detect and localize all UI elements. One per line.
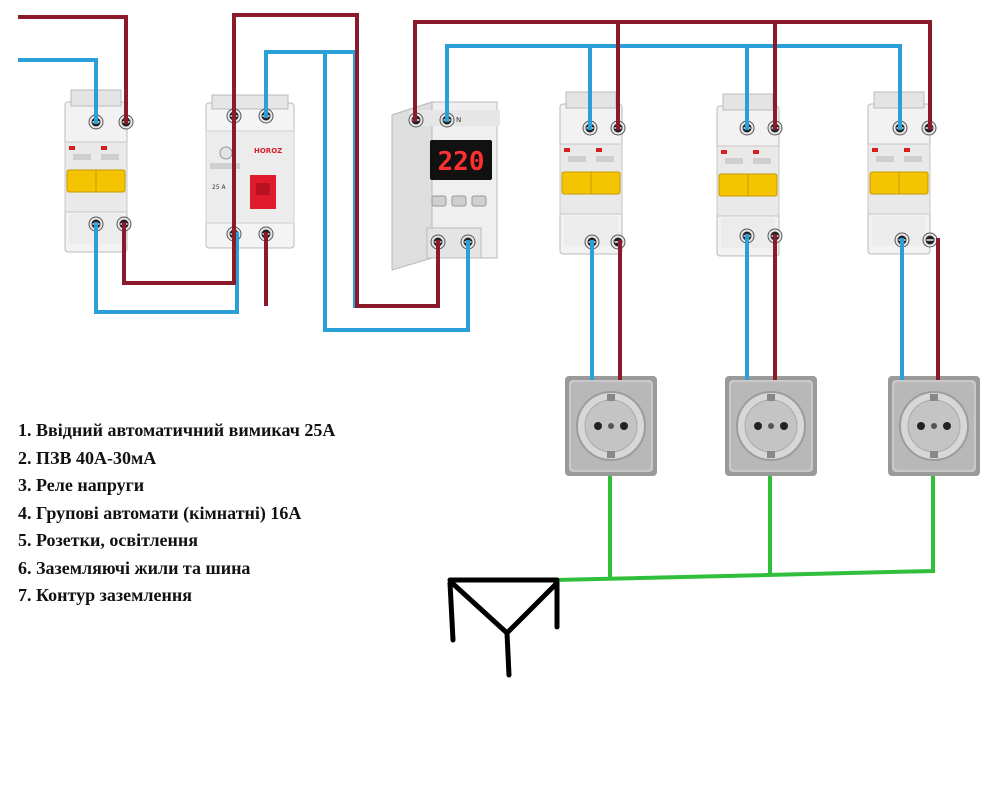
- relay-terminal-n: N: [456, 116, 461, 124]
- legend-item-earth-wires: 6. Заземляючі жили та шина: [18, 557, 251, 578]
- relay-display-value: 220: [438, 147, 485, 177]
- rcd-device: HOROZ 25 A: [205, 94, 295, 249]
- earth-wires: [554, 476, 935, 583]
- phase-wires: [18, 13, 940, 380]
- legend-item-group-breakers: 4. Групові автомати (кімнатні) 16А: [18, 502, 302, 523]
- ground-electrode-symbol: [447, 577, 560, 678]
- socket-2: [724, 375, 818, 477]
- legend-list: 1. Ввідний автоматичний вимикач 25А 2. П…: [18, 417, 335, 610]
- rcd-rating-label: 25 A: [212, 184, 227, 191]
- group-breaker-2: [716, 93, 783, 257]
- socket-1: [564, 375, 658, 477]
- rcd-brand-label: HOROZ: [254, 147, 282, 155]
- legend-item-sockets: 5. Розетки, освітлення: [18, 530, 199, 550]
- voltage-relay: 220 L N: [391, 101, 500, 271]
- legend-item-ground-loop: 7. Контур заземлення: [18, 585, 192, 605]
- legend-item-input-breaker: 1. Ввідний автоматичний вимикач 25А: [18, 420, 336, 440]
- legend-item-voltage-relay: 3. Реле напруги: [18, 475, 145, 495]
- socket-3: [887, 375, 981, 477]
- neutral-wires: [18, 44, 904, 380]
- group-breaker-3: [867, 91, 938, 255]
- legend-item-rcd: 2. ПЗВ 40А-30мА: [18, 447, 157, 468]
- group-breaker-1: [559, 91, 626, 255]
